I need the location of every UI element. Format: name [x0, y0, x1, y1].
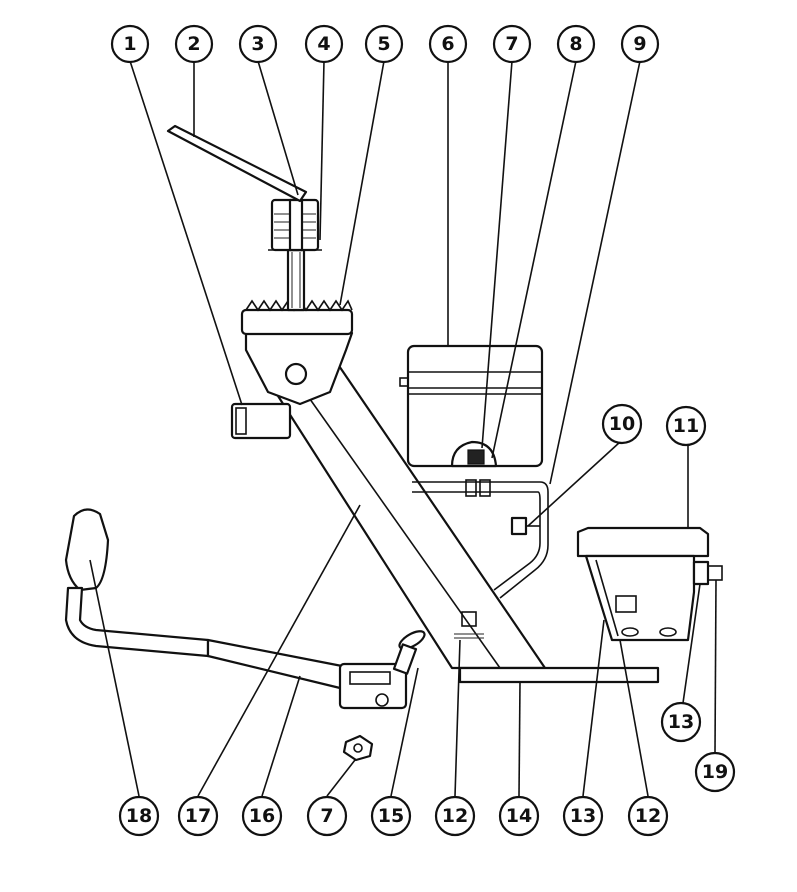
lever-hub: [270, 198, 320, 252]
callout-12-left: 12: [434, 795, 476, 837]
callout-3: 3: [238, 24, 278, 64]
callout-15: 15: [370, 795, 412, 837]
callout-7-bottom: 7: [306, 795, 348, 837]
svg-text:15: 15: [378, 805, 404, 827]
svg-text:8: 8: [569, 33, 582, 55]
svg-text:1: 1: [123, 33, 136, 55]
nut: [342, 734, 374, 762]
svg-text:13: 13: [668, 711, 694, 733]
pipe: [412, 479, 549, 599]
callout-6: 6: [428, 24, 468, 64]
svg-text:4: 4: [317, 33, 330, 55]
nut-block: [454, 611, 484, 639]
pivot-block: [230, 402, 292, 440]
callout-17: 17: [177, 795, 219, 837]
callout-1: 1: [110, 24, 150, 64]
upper-lever: [166, 124, 308, 203]
lower-handle: [64, 508, 408, 710]
callout-13-bottom: 13: [562, 795, 604, 837]
svg-text:5: 5: [377, 33, 390, 55]
callout-14: 14: [498, 795, 540, 837]
svg-text:7: 7: [505, 33, 518, 55]
svg-text:14: 14: [506, 805, 532, 827]
callout-5: 5: [364, 24, 404, 64]
callout-4: 4: [304, 24, 344, 64]
callout-13-right: 13: [660, 701, 702, 743]
svg-text:7: 7: [320, 805, 333, 827]
svg-text:11: 11: [673, 415, 699, 437]
callout-2: 2: [174, 24, 214, 64]
mounting-bracket: [244, 331, 354, 406]
svg-text:6: 6: [441, 33, 454, 55]
svg-text:17: 17: [185, 805, 211, 827]
callout-19: 19: [694, 751, 736, 793]
leader-lines: [89, 60, 717, 797]
callout-7-top: 7: [492, 24, 532, 64]
callout-8: 8: [556, 24, 596, 64]
base-bar: [458, 666, 660, 684]
svg-text:2: 2: [187, 33, 200, 55]
callout-9: 9: [620, 24, 660, 64]
reservoir: [399, 344, 544, 468]
svg-text:18: 18: [126, 805, 152, 827]
svg-text:13: 13: [570, 805, 596, 827]
bolt: [392, 630, 426, 675]
fitting: [510, 516, 540, 536]
callout-11: 11: [665, 405, 707, 447]
callout-10: 10: [601, 403, 643, 445]
svg-text:10: 10: [609, 413, 635, 435]
svg-text:3: 3: [251, 33, 264, 55]
svg-text:16: 16: [249, 805, 275, 827]
svg-text:19: 19: [702, 761, 728, 783]
callout-16: 16: [241, 795, 283, 837]
svg-text:12: 12: [442, 805, 468, 827]
svg-text:9: 9: [633, 33, 646, 55]
callout-18: 18: [118, 795, 160, 837]
foot-plate: [576, 526, 723, 642]
svg-text:12: 12: [635, 805, 661, 827]
callout-12-right: 12: [627, 795, 669, 837]
